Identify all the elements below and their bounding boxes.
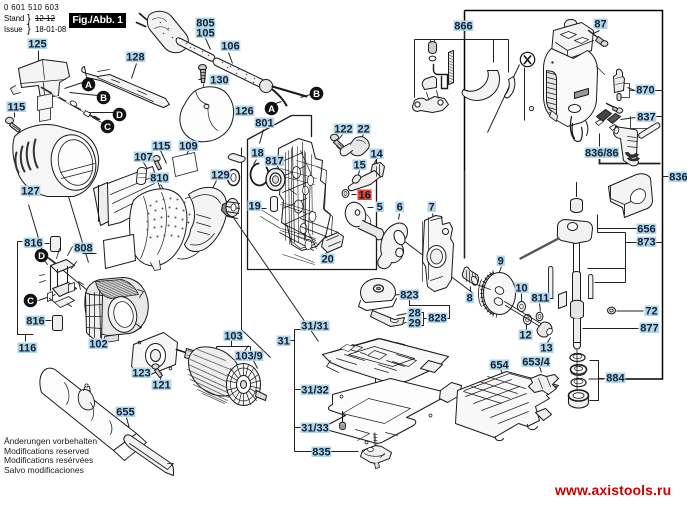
svg-text:22: 22 xyxy=(357,123,369,135)
svg-text:811: 811 xyxy=(532,292,550,304)
svg-text:13: 13 xyxy=(540,342,552,354)
svg-text:28: 28 xyxy=(408,307,420,319)
svg-text:836: 836 xyxy=(669,171,687,183)
svg-text:808: 808 xyxy=(74,242,92,254)
svg-text:655: 655 xyxy=(116,406,134,418)
svg-text:7: 7 xyxy=(429,201,435,213)
svg-text:870: 870 xyxy=(636,84,654,96)
svg-text:129: 129 xyxy=(211,169,229,181)
svg-text:873: 873 xyxy=(637,236,655,248)
svg-text:823: 823 xyxy=(400,289,418,301)
svg-text:8: 8 xyxy=(467,292,473,304)
svg-text:29: 29 xyxy=(408,317,420,329)
svg-text:103: 103 xyxy=(224,330,242,342)
svg-text:656: 656 xyxy=(637,223,655,235)
svg-text:105: 105 xyxy=(196,27,214,39)
svg-text:19: 19 xyxy=(248,200,260,212)
svg-text:107: 107 xyxy=(134,151,152,163)
svg-text:14: 14 xyxy=(370,148,383,160)
svg-text:125: 125 xyxy=(28,38,46,50)
svg-text:B: B xyxy=(313,89,320,100)
svg-text:866: 866 xyxy=(454,20,472,32)
svg-text:837: 837 xyxy=(637,111,655,123)
svg-text:816: 816 xyxy=(24,237,42,249)
svg-text:D: D xyxy=(116,110,123,121)
svg-text:126: 126 xyxy=(235,105,253,117)
svg-text:C: C xyxy=(104,122,111,133)
svg-text:102: 102 xyxy=(89,338,107,350)
svg-text:116: 116 xyxy=(19,342,37,354)
svg-text:130: 130 xyxy=(210,74,228,86)
svg-text:817: 817 xyxy=(265,155,283,167)
svg-text:10: 10 xyxy=(515,282,527,294)
svg-text:6: 6 xyxy=(397,201,403,213)
svg-text:12: 12 xyxy=(519,329,531,341)
svg-text:31/33: 31/33 xyxy=(301,422,329,434)
svg-text:816: 816 xyxy=(26,315,44,327)
svg-text:72: 72 xyxy=(645,305,657,317)
svg-text:836/86: 836/86 xyxy=(585,147,619,159)
svg-text:805: 805 xyxy=(196,17,214,29)
svg-text:653/4: 653/4 xyxy=(522,356,550,368)
svg-text:884: 884 xyxy=(606,372,625,384)
svg-text:828: 828 xyxy=(428,312,446,324)
svg-text:C: C xyxy=(27,296,34,307)
svg-text:31: 31 xyxy=(277,335,289,347)
svg-text:20: 20 xyxy=(321,253,333,265)
svg-text:115: 115 xyxy=(8,101,26,113)
svg-text:18: 18 xyxy=(251,147,263,159)
svg-text:106: 106 xyxy=(221,40,239,52)
svg-text:810: 810 xyxy=(150,172,168,184)
svg-text:103/9: 103/9 xyxy=(235,350,263,362)
svg-text:654: 654 xyxy=(490,359,509,371)
svg-text:15: 15 xyxy=(353,159,365,171)
svg-text:122: 122 xyxy=(334,123,352,135)
svg-text:128: 128 xyxy=(126,51,144,63)
svg-text:9: 9 xyxy=(498,255,504,267)
svg-text:877: 877 xyxy=(640,322,658,334)
svg-text:31/32: 31/32 xyxy=(301,384,329,396)
svg-text:5: 5 xyxy=(377,201,383,213)
svg-text:835: 835 xyxy=(312,446,330,458)
svg-text:801: 801 xyxy=(255,117,273,129)
svg-text:127: 127 xyxy=(21,185,39,197)
svg-text:123: 123 xyxy=(132,367,150,379)
svg-text:31/31: 31/31 xyxy=(301,320,329,332)
svg-text:D: D xyxy=(38,251,45,262)
svg-text:109: 109 xyxy=(179,140,197,152)
svg-text:A: A xyxy=(85,80,92,91)
svg-text:115: 115 xyxy=(153,140,171,152)
svg-text:16: 16 xyxy=(358,189,370,201)
svg-text:A: A xyxy=(268,104,275,115)
svg-text:121: 121 xyxy=(152,379,170,391)
svg-text:87: 87 xyxy=(594,18,606,30)
svg-text:B: B xyxy=(100,93,107,104)
